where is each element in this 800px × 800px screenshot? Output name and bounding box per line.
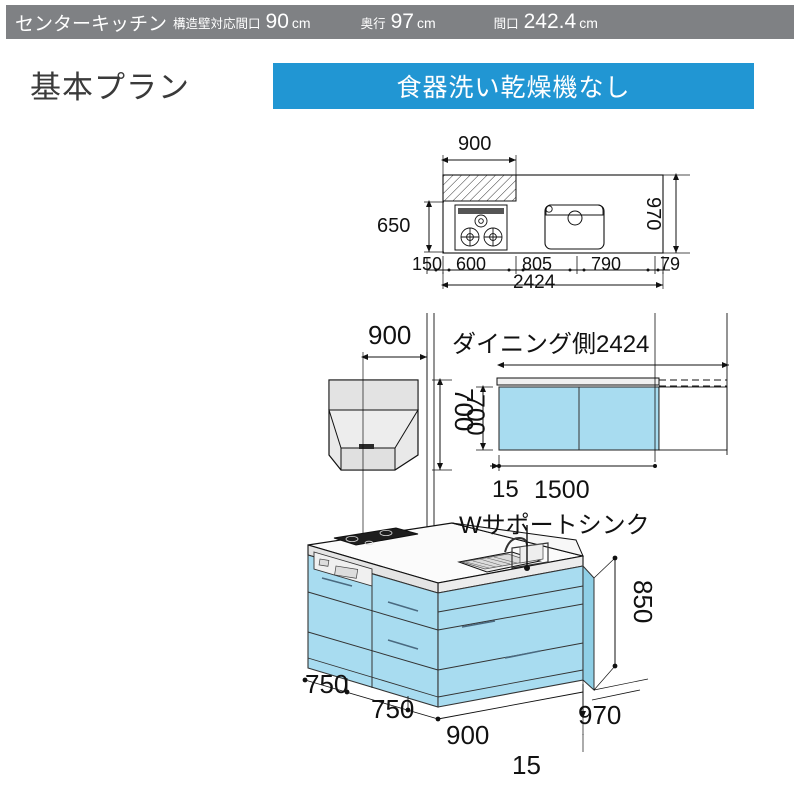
plan-title: 基本プラン bbox=[30, 70, 190, 105]
plan-segment-150: 150 bbox=[412, 254, 443, 274]
dining-cabinet-width-label: 1500 bbox=[534, 476, 590, 504]
perspective-seg-750-a: 750 bbox=[305, 669, 349, 699]
header-wall-spec-label: 構造壁対応間口 bbox=[173, 17, 261, 31]
dishwasher-banner-text: 食器洗い乾燥機なし bbox=[396, 74, 631, 102]
header-bar: センターキッチン 構造壁対応間口 90 cm 奥行 97 cm 間口 242.4… bbox=[6, 5, 794, 39]
plan-total-width-label: 2424 bbox=[513, 272, 556, 293]
sink-callout-label: Wサポートシンク bbox=[459, 512, 650, 539]
header-width-unit: cm bbox=[579, 15, 598, 31]
header-wall-spec-unit: cm bbox=[291, 15, 311, 31]
perspective-seg-900: 900 bbox=[446, 720, 490, 750]
header-product-type: センターキッチン bbox=[15, 13, 168, 35]
hood-width-label: 900 bbox=[368, 320, 412, 350]
plan-cooktop-depth-label: 650 bbox=[377, 215, 411, 237]
plan-segment-79: 79 bbox=[660, 254, 681, 274]
header-wall-spec-value: 90 bbox=[265, 10, 289, 33]
perspective-end-gap-label: 15 bbox=[512, 750, 541, 780]
plan-segment-600: 600 bbox=[456, 254, 487, 274]
header-depth-label: 奥行 bbox=[360, 17, 386, 31]
perspective-height-label: 850 bbox=[628, 580, 658, 624]
perspective-seg-750-b: 750 bbox=[371, 694, 415, 724]
header-depth-unit: cm bbox=[416, 15, 436, 31]
plan-total-depth-label: 970 bbox=[642, 197, 664, 231]
header-width-value: 242.4 bbox=[523, 10, 577, 33]
dining-side-label: ダイニング側2424 bbox=[452, 331, 650, 358]
dining-cabinet-height-label: 700 bbox=[461, 394, 489, 436]
hood-height-label: 700 bbox=[449, 388, 479, 432]
plan-segment-805: 805 bbox=[522, 254, 553, 274]
plan-hood-width-label: 900 bbox=[458, 133, 492, 155]
header-width-label: 間口 bbox=[493, 17, 519, 31]
plan-segment-790: 790 bbox=[591, 254, 622, 274]
perspective-depth-label: 970 bbox=[578, 700, 622, 730]
dining-offset-label: 15 bbox=[492, 476, 519, 503]
header-depth-value: 97 bbox=[390, 10, 414, 33]
dishwasher-banner: 食器洗い乾燥機なし bbox=[273, 63, 754, 109]
